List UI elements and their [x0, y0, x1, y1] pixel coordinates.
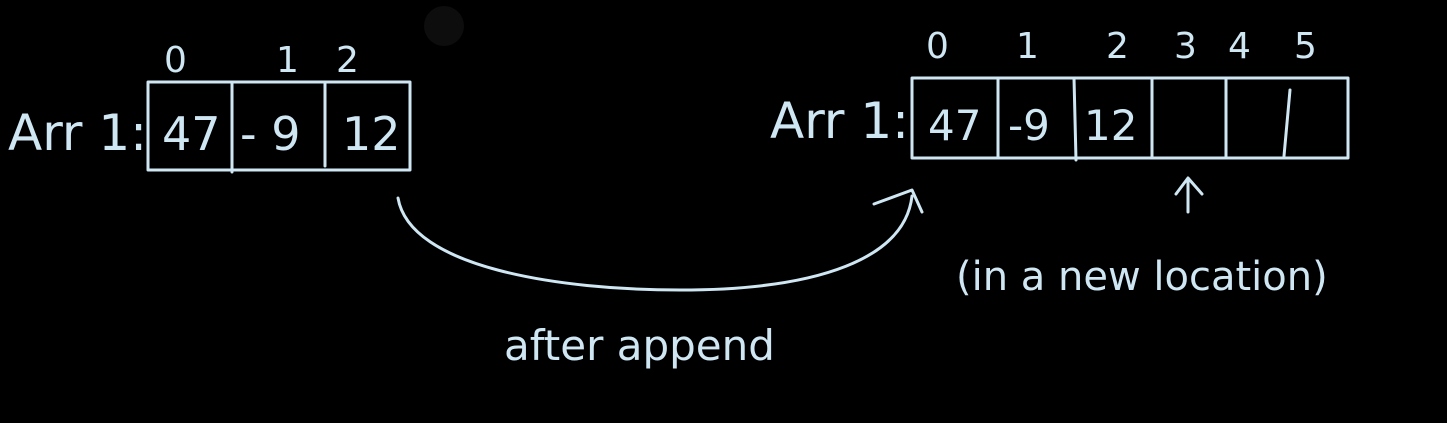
left-index-0: 0	[164, 40, 187, 81]
right-array: Arr 1: 0 1 2 3 4 5 47 -9 12	[770, 26, 1350, 162]
right-divider-2	[1072, 76, 1078, 162]
left-cell-2: 12	[342, 107, 401, 161]
new-slot-arrow-head	[1174, 176, 1204, 196]
right-cell-1: -9	[1008, 101, 1050, 150]
left-array: Arr 1: 0 1 2 47 - 9 12	[8, 40, 412, 174]
append-arrow-curve	[396, 194, 914, 292]
left-index-1: 1	[276, 40, 299, 81]
right-array-box	[910, 76, 1350, 160]
left-cell-1: - 9	[240, 107, 301, 161]
left-array-label: Arr 1:	[8, 104, 147, 162]
right-index-5: 5	[1294, 26, 1317, 67]
right-divider-5	[1282, 88, 1292, 158]
right-index-4: 4	[1228, 26, 1251, 67]
left-cell-0: 47	[162, 107, 221, 161]
right-index-1: 1	[1016, 26, 1039, 67]
right-cell-2: 12	[1084, 101, 1137, 150]
transition-caption: after append	[504, 321, 775, 370]
right-index-3: 3	[1174, 26, 1197, 67]
append-arrow	[396, 188, 924, 292]
new-slot-arrow	[1174, 176, 1204, 214]
location-note: (in a new location)	[956, 254, 1328, 300]
right-array-label: Arr 1:	[770, 92, 909, 150]
left-array-box	[146, 80, 412, 172]
left-index-2: 2	[336, 40, 359, 81]
right-index-2: 2	[1106, 26, 1129, 67]
right-index-0: 0	[926, 26, 949, 67]
append-arrow-head	[872, 188, 924, 214]
right-cell-0: 47	[928, 101, 981, 150]
ink-blob	[424, 6, 464, 46]
